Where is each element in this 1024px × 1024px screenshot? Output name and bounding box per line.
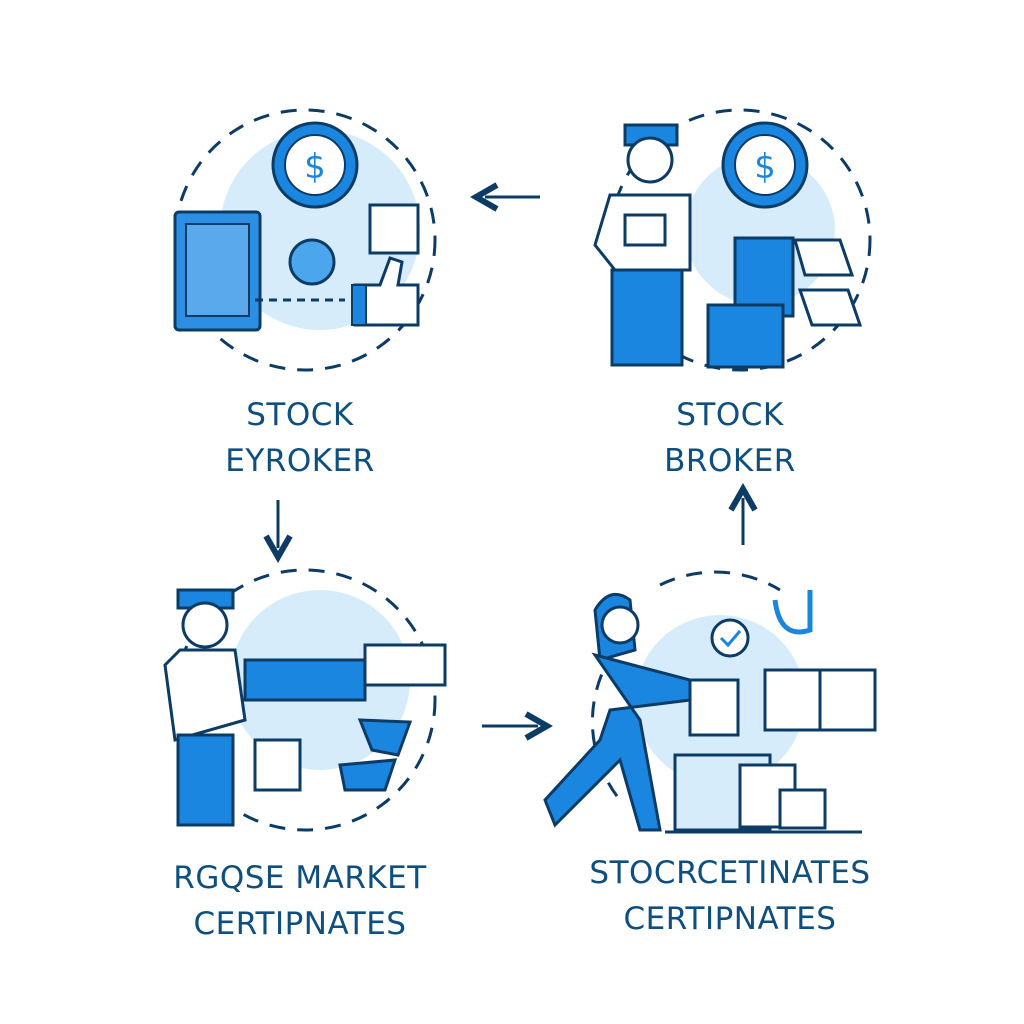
step-4-label: STOCRCETINATES CERTIPNATES bbox=[520, 850, 940, 942]
dollar-coin-icon: $ bbox=[271, 121, 359, 209]
step-2-line-1: STOCK bbox=[676, 397, 784, 433]
step-4-illustration bbox=[543, 570, 877, 834]
check-icon bbox=[710, 618, 750, 658]
certificate-icon bbox=[688, 678, 740, 737]
step-1-label: STOCK EYROKER bbox=[90, 392, 510, 484]
step-3-label: RGQSE MARKET CERTIPNATES bbox=[90, 855, 510, 947]
magnet-icon bbox=[772, 590, 813, 635]
step-2-illustration: $ bbox=[593, 108, 872, 372]
step-3-illustration bbox=[163, 568, 447, 832]
step-2-label: STOCK BROKER bbox=[520, 392, 940, 484]
thumbs-up-icon bbox=[351, 203, 420, 327]
svg-text:$: $ bbox=[304, 147, 326, 187]
step-4-line-1: STOCRCETINATES bbox=[589, 855, 871, 891]
svg-text:$: $ bbox=[754, 147, 776, 187]
step-3-line-2: CERTIPNATES bbox=[193, 906, 407, 942]
step-1-line-2: EYROKER bbox=[225, 443, 375, 479]
calculator-icon bbox=[173, 210, 262, 332]
broker-person-icon bbox=[593, 123, 692, 367]
trading-terminal-icon bbox=[243, 643, 447, 792]
person-icon bbox=[163, 588, 247, 827]
step-4-line-2: CERTIPNATES bbox=[623, 901, 837, 937]
step-1-illustration: $ bbox=[173, 108, 437, 372]
coin-icon bbox=[288, 238, 336, 286]
documents-stack-icon bbox=[706, 236, 863, 369]
step-1-line-1: STOCK bbox=[246, 397, 354, 433]
dollar-coin-icon: $ bbox=[721, 121, 809, 209]
step-3-line-1: RGQSE MARKET bbox=[173, 860, 427, 896]
files-icon bbox=[673, 753, 827, 832]
running-person-icon bbox=[543, 592, 692, 832]
boxes-icon bbox=[763, 668, 877, 732]
step-2-line-2: BROKER bbox=[664, 443, 796, 479]
